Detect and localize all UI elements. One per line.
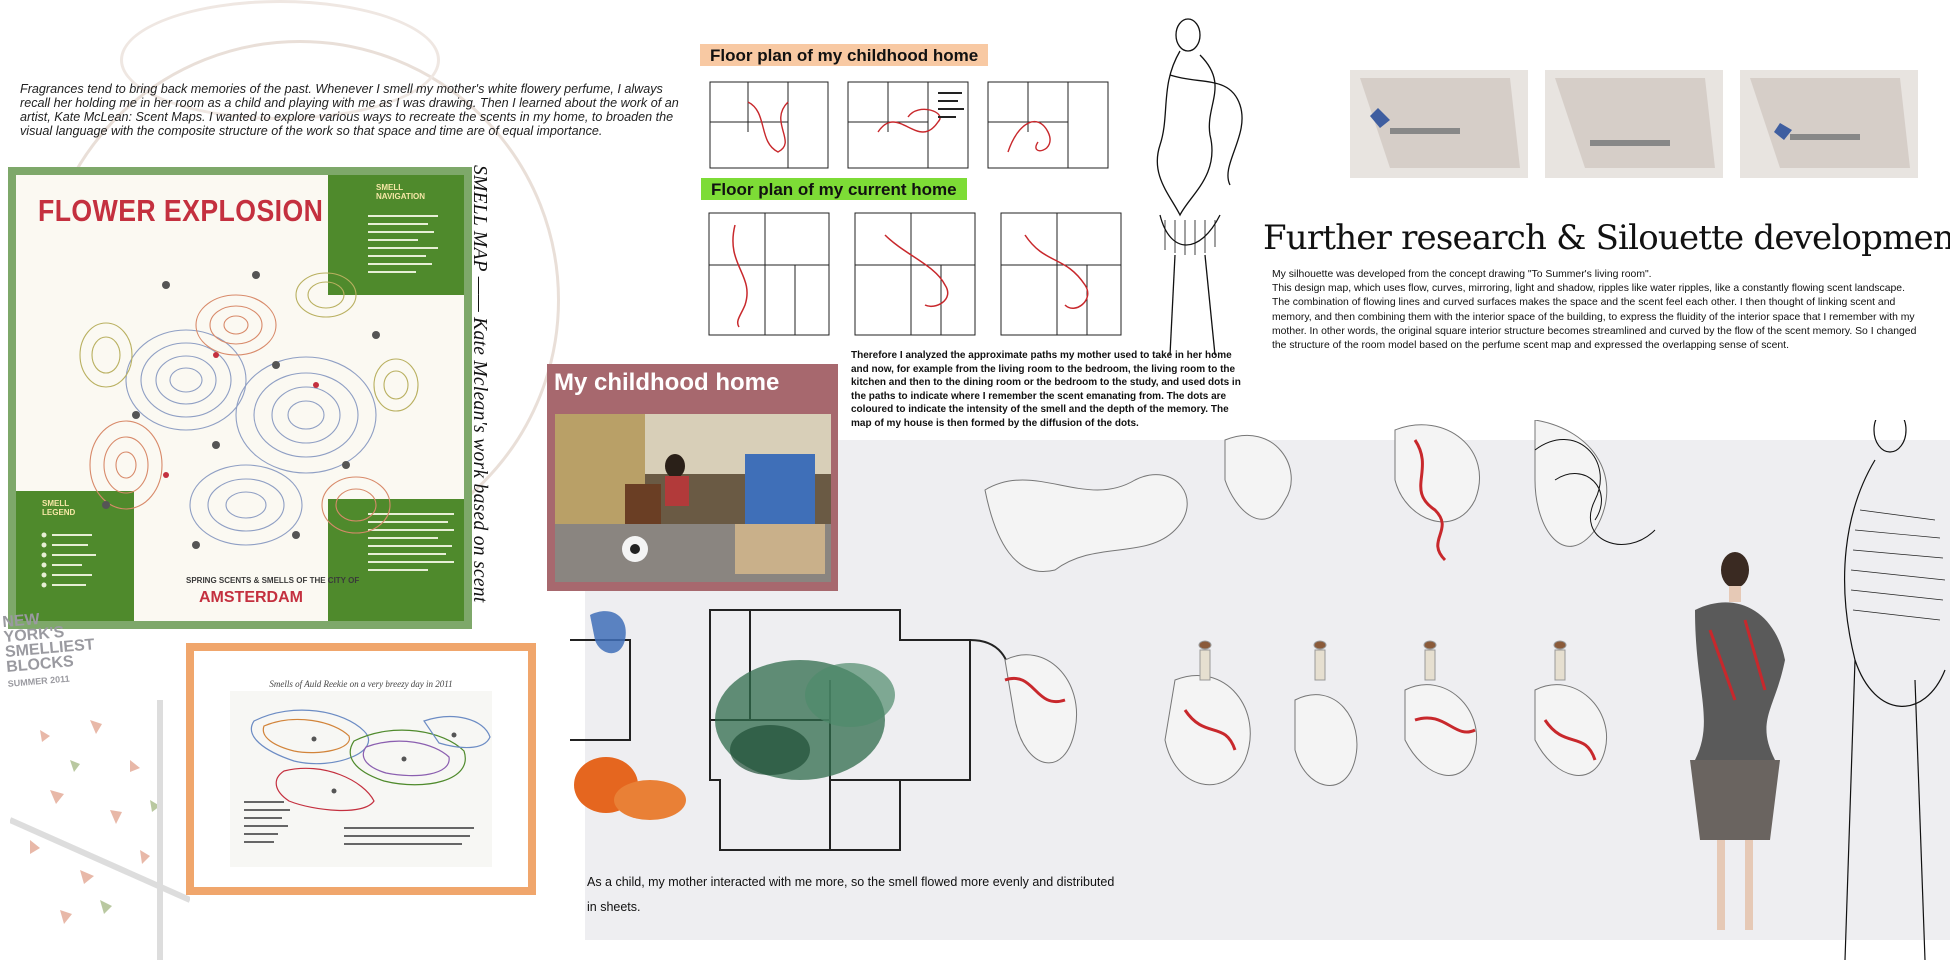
scent-paths-paragraph: Therefore I analyzed the approximate pat… [851,350,1241,429]
smelliest-blocks-title: NEW YORK'S SMELLIEST BLOCKS SUMMER 2011 [2,609,96,692]
childhood-scent-floor-map [570,609,1011,851]
new-york-smell-diagram [10,700,190,960]
poster-navigation-tag: SMELL NAVIGATION [376,183,426,201]
childhood-photo-scene [555,414,831,582]
poster-legend-panel: SMELL LEGEND [16,491,134,621]
auld-reekie-map-title: Smells of Auld Reekie on a very breezy d… [269,679,453,689]
background-circle-small [120,0,440,120]
childhood-smell-caption: As a child, my mother interacted with me… [587,875,1115,914]
auld-reekie-smell-map: Smells of Auld Reekie on a very breezy d… [186,643,536,895]
smell-map-vertical-caption-wrap: SMELL MAP —— Kate Mclean's work based on… [468,165,498,635]
childhood-home-photo [555,414,831,582]
silhouette-paragraph: My silhouette was developed from the con… [1272,268,1920,353]
fashion-sketch-top [1156,18,1243,356]
flower-explosion-poster: SMELL NAVIGATION SMELL LEGEND [8,167,472,629]
silhouette-paragraph-intro: My silhouette was developed from the con… [1272,269,1652,280]
intro-paragraph: Fragrances tend to bring back memories o… [20,82,679,138]
garment-sculpture-collage [984,420,1946,960]
poster-legend-list [41,532,96,588]
poster-title: FLOWER EXPLOSION [38,193,324,228]
poster-navigation-list [368,215,438,273]
scent-contour-map [79,271,419,549]
silhouette-paragraph-body: This design map, which uses flow, curves… [1272,283,1917,352]
poster-green-panel-top: SMELL NAVIGATION [328,175,464,295]
childhood-home-box: My childhood home [547,364,838,591]
poster-subtitle: SPRING SCENTS & SMELLS OF THE CITY OF [186,576,360,585]
poster-notes-text [368,513,454,571]
poster-legend-tag: SMELL LEGEND [42,499,76,517]
auld-reekie-contours [230,691,492,867]
label-childhood-floor-plan: Floor plan of my childhood home [700,44,989,66]
room-model-photos [1350,70,1918,178]
current-floor-plans [708,212,1122,336]
further-research-heading: Further research & Silouette development [1263,218,1950,258]
childhood-home-title: My childhood home [554,369,780,396]
smell-map-vertical-caption: SMELL MAP —— Kate Mclean's work based on… [469,165,490,603]
poster-city: AMSTERDAM [199,589,303,606]
poster-green-panel-bottom-right [328,499,464,621]
childhood-floor-plans [709,81,1109,169]
label-current-floor-plan: Floor plan of my current home [701,178,967,200]
